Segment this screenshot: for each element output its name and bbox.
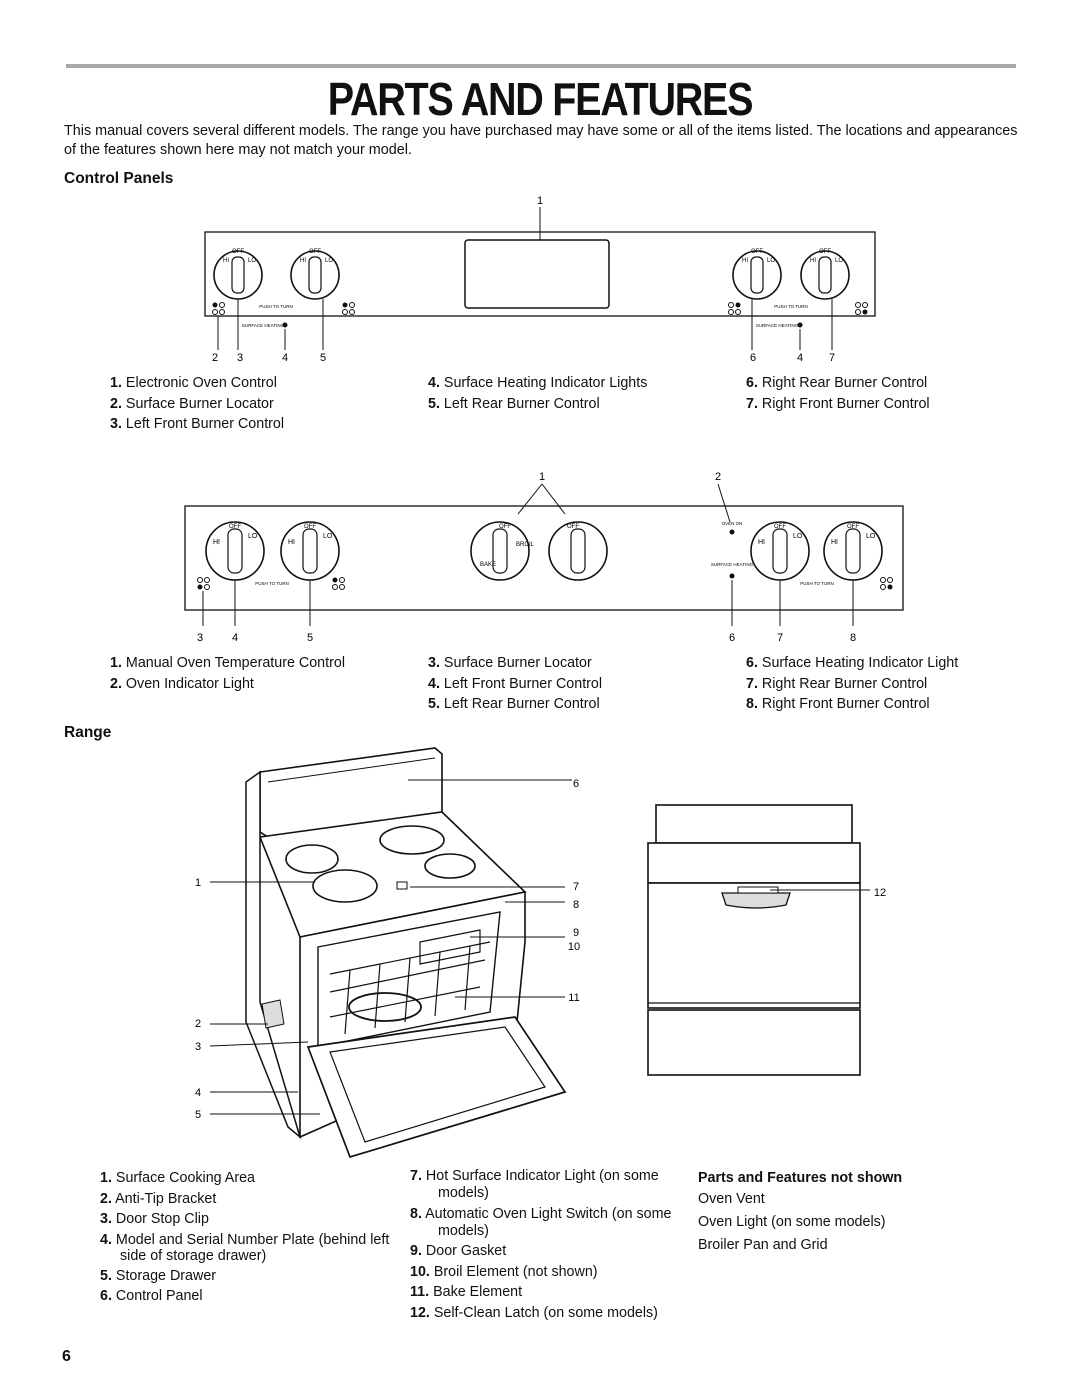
header-rule	[66, 64, 1016, 68]
range-callout-12: 12	[874, 887, 886, 899]
panel1-dial-right-rear	[732, 250, 782, 300]
svg-text:OFF: OFF	[499, 524, 511, 530]
panel2-dial-left-rear	[280, 521, 340, 581]
p1-callout-3: 3	[237, 352, 243, 364]
panel2-legend-col3: 6. Surface Heating Indicator Light 7. Ri…	[746, 655, 959, 712]
page-number: 6	[62, 1348, 71, 1365]
panel1-dial-left-front	[213, 250, 263, 300]
svg-text:PUSH TO TURN: PUSH TO TURN	[255, 581, 289, 586]
range-callout-3: 3	[195, 1041, 201, 1053]
svg-text:LO: LO	[323, 533, 333, 540]
range-callout-10: 10	[568, 941, 580, 953]
svg-text:OVEN ON: OVEN ON	[722, 521, 743, 526]
page-title: PARTS AND FEATURES	[327, 73, 754, 125]
p2-callout-2: 2	[715, 471, 721, 483]
range-callout-8: 8	[573, 899, 579, 911]
svg-text:LO: LO	[835, 258, 843, 264]
range-callout-9: 9	[573, 927, 579, 939]
not-shown-item: Oven Light (on some models)	[698, 1214, 886, 1230]
svg-text:OFF: OFF	[751, 249, 763, 255]
control-panels-heading: Control Panels	[64, 170, 174, 187]
p2-callout-4: 4	[232, 632, 238, 644]
p2-callout-6: 6	[729, 632, 735, 644]
range-callout-2: 2	[195, 1018, 201, 1030]
svg-text:BAKE: BAKE	[480, 562, 496, 568]
panel1-dial-left-rear	[290, 250, 340, 300]
svg-text:HI: HI	[810, 258, 816, 264]
p2-callout-5: 5	[307, 632, 313, 644]
panel1-legend-col3: 6. Right Rear Burner Control 7. Right Fr…	[746, 375, 930, 412]
p1-callout-4: 4	[282, 352, 288, 364]
svg-text:BROIL: BROIL	[516, 542, 535, 548]
svg-text:LO: LO	[767, 258, 775, 264]
p1-callout-2: 2	[212, 352, 218, 364]
svg-text:OFF: OFF	[229, 524, 241, 530]
svg-text:LO: LO	[325, 258, 333, 264]
p2-callout-1: 1	[539, 471, 545, 483]
svg-text:HI: HI	[300, 258, 306, 264]
p1-callout-1: 1	[537, 195, 543, 207]
svg-text:HI: HI	[288, 539, 295, 546]
svg-text:SURFACE HEATING: SURFACE HEATING	[242, 323, 285, 328]
panel1-legend-col2: 4. Surface Heating Indicator Lights 5. L…	[428, 375, 648, 412]
range-legend-col2: 7. Hot Surface Indicator Light (on some …	[410, 1168, 672, 1321]
p1-callout-7: 7	[829, 352, 835, 364]
not-shown-item: Oven Vent	[698, 1191, 765, 1207]
svg-text:OFF: OFF	[232, 249, 244, 255]
range-front-illustration: 12	[647, 804, 886, 1076]
range-open-illustration: 6 1 7 8 9 10 11 2 3 4 5	[195, 747, 580, 1159]
svg-text:OFF: OFF	[309, 249, 321, 255]
range-callout-4: 4	[195, 1087, 201, 1099]
control-panel-1-diagram: OFF OFF OFF OFF HI LO HI LO HI LO HI LO …	[204, 195, 876, 364]
range-callout-5: 5	[195, 1109, 201, 1121]
svg-text:HI: HI	[213, 539, 220, 546]
svg-text:PUSH TO TURN: PUSH TO TURN	[774, 304, 808, 309]
svg-text:OFF: OFF	[567, 524, 579, 530]
p2-callout-8: 8	[850, 632, 856, 644]
range-legend-col1: 1. Surface Cooking Area 2. Anti-Tip Brac…	[100, 1170, 390, 1304]
p1-callout-4b: 4	[797, 352, 803, 364]
svg-text:HI: HI	[742, 258, 748, 264]
svg-text:OFF: OFF	[774, 524, 786, 530]
control-panel-2-diagram: OFF OFF OFF OFF OFF OFF HI LO HI LO HI L…	[184, 471, 904, 644]
range-heading: Range	[64, 724, 112, 741]
not-shown-list: Parts and Features not shown Oven Vent O…	[698, 1168, 1028, 1257]
svg-text:OFF: OFF	[304, 524, 316, 530]
svg-text:LO: LO	[248, 533, 258, 540]
range-callout-11: 11	[568, 992, 579, 1004]
range-callout-1: 1	[195, 877, 201, 889]
svg-text:LO: LO	[866, 533, 876, 540]
panel2-dial-right-rear	[750, 521, 810, 581]
panel1-dial-right-front	[800, 250, 850, 300]
svg-text:HI: HI	[758, 539, 765, 546]
svg-text:HI: HI	[831, 539, 838, 546]
panel1-legend-col1: 1. Electronic Oven Control 2. Surface Bu…	[110, 375, 285, 432]
panel2-dial-right-front	[823, 521, 883, 581]
svg-text:HI: HI	[223, 258, 229, 264]
not-shown-heading: Parts and Features not shown	[698, 1170, 903, 1186]
panel2-legend-col1: 1. Manual Oven Temperature Control 2. Ov…	[110, 655, 345, 692]
p1-callout-6: 6	[750, 352, 756, 364]
svg-text:SURFACE HEATING: SURFACE HEATING	[756, 323, 799, 328]
p1-callout-5: 5	[320, 352, 326, 364]
svg-text:SURFACE HEATING: SURFACE HEATING	[711, 562, 754, 567]
svg-text:PUSH TO TURN: PUSH TO TURN	[259, 304, 293, 309]
panel2-dial-oven-temp	[548, 521, 608, 581]
svg-text:PUSH TO TURN: PUSH TO TURN	[800, 581, 834, 586]
svg-text:LO: LO	[793, 533, 803, 540]
intro-paragraph: This manual covers several different mod…	[64, 123, 1018, 158]
p2-callout-7: 7	[777, 632, 783, 644]
svg-text:LO: LO	[248, 258, 256, 264]
not-shown-item: Broiler Pan and Grid	[698, 1237, 828, 1253]
range-callout-7: 7	[573, 881, 579, 893]
p2-callout-3: 3	[197, 632, 203, 644]
panel2-dial-left-front	[205, 521, 265, 581]
svg-text:OFF: OFF	[847, 524, 859, 530]
panel2-dial-oven-left	[470, 521, 530, 581]
range-callout-6: 6	[573, 778, 579, 790]
panel2-legend-col2: 3. Surface Burner Locator 4. Left Front …	[428, 655, 603, 712]
svg-text:OFF: OFF	[819, 249, 831, 255]
